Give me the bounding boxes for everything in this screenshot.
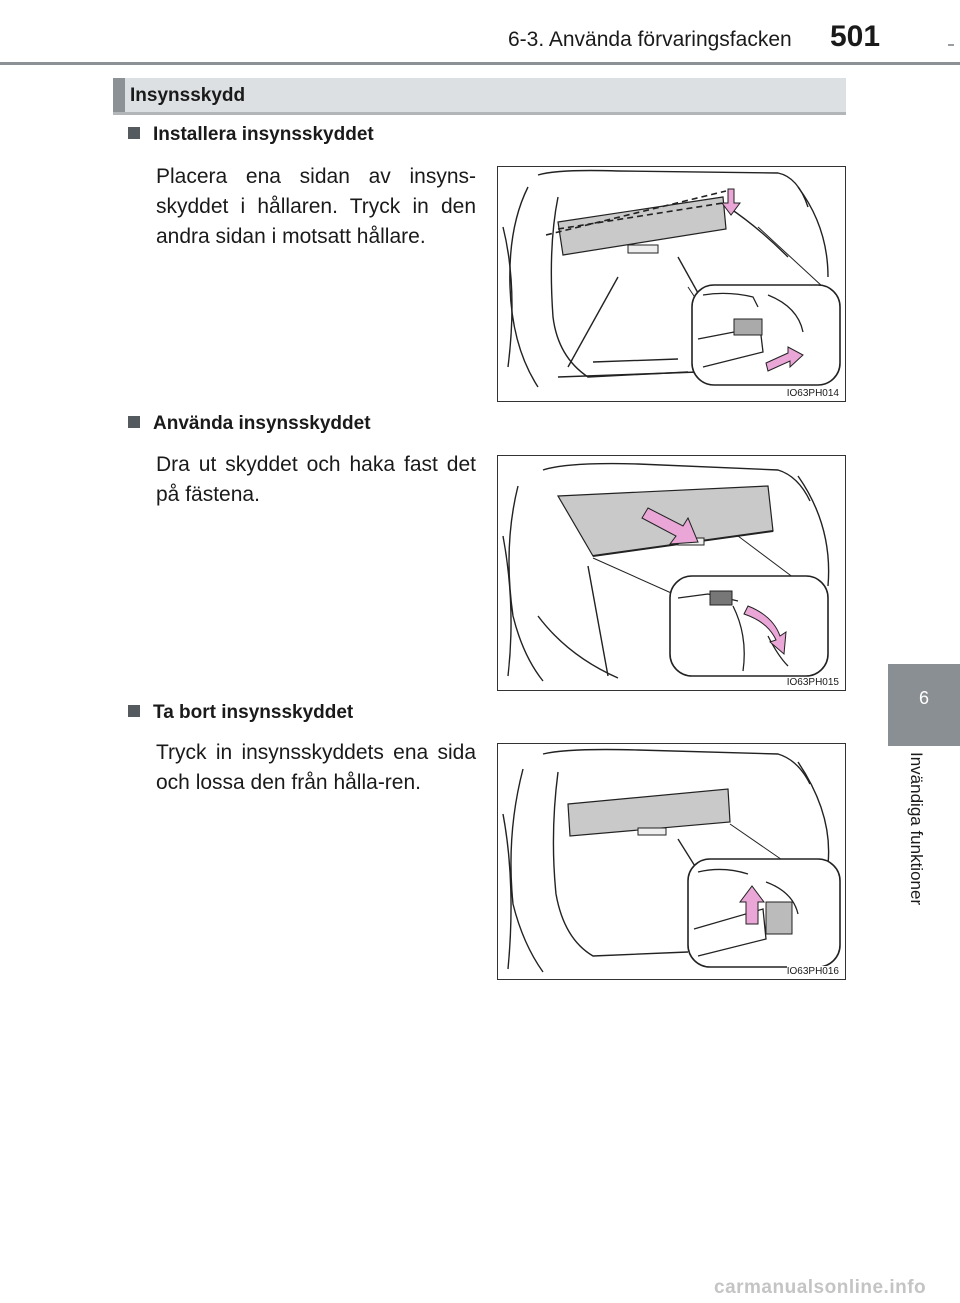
illustration-install: [502, 169, 841, 388]
section-accent: [113, 78, 125, 112]
header-divider: [0, 62, 960, 65]
step-heading-text: Ta bort insynsskyddet: [153, 702, 354, 723]
step-heading-text: Installera insynsskyddet: [153, 124, 374, 145]
section-title-bar: Insynsskydd: [113, 78, 846, 115]
chapter-number: 6: [918, 688, 929, 708]
header-divider-mark: [948, 44, 954, 46]
chapter-label: Invändiga funktioner: [907, 752, 926, 906]
illustration-use: [502, 462, 830, 682]
step-body-install: Placera ena sidan av insyns-skyddet i hå…: [156, 165, 476, 248]
step-heading-install: Installera insynsskyddet: [128, 124, 374, 146]
figure-use-cover: IO63PH015: [497, 455, 846, 691]
step-body-use: Dra ut skyddet och haka fast det på fäst…: [156, 453, 476, 506]
chapter-tab: 6: [888, 664, 960, 746]
watermark-text: carmanualsonline.info: [714, 1277, 927, 1298]
step-heading-text: Använda insynsskyddet: [153, 413, 371, 434]
illustration-remove: [502, 748, 841, 973]
square-bullet-icon: [128, 416, 140, 428]
page-number: 501: [830, 20, 881, 53]
figure-code: IO63PH016: [786, 966, 839, 977]
section-title: Insynsskydd: [130, 85, 246, 106]
figure-code: IO63PH015: [786, 677, 839, 688]
square-bullet-icon: [128, 705, 140, 717]
step-heading-remove: Ta bort insynsskyddet: [128, 702, 353, 724]
square-bullet-icon: [128, 127, 140, 139]
step-heading-use: Använda insynsskyddet: [128, 413, 371, 435]
step-body-remove: Tryck in insynsskyddets ena sida och los…: [156, 741, 476, 794]
figure-install-cover: IO63PH014: [497, 166, 846, 402]
figure-remove-cover: IO63PH016: [497, 743, 846, 980]
figure-code: IO63PH014: [786, 388, 839, 399]
header-title: 6-3. Använda förvaringsfacken: [508, 28, 792, 51]
